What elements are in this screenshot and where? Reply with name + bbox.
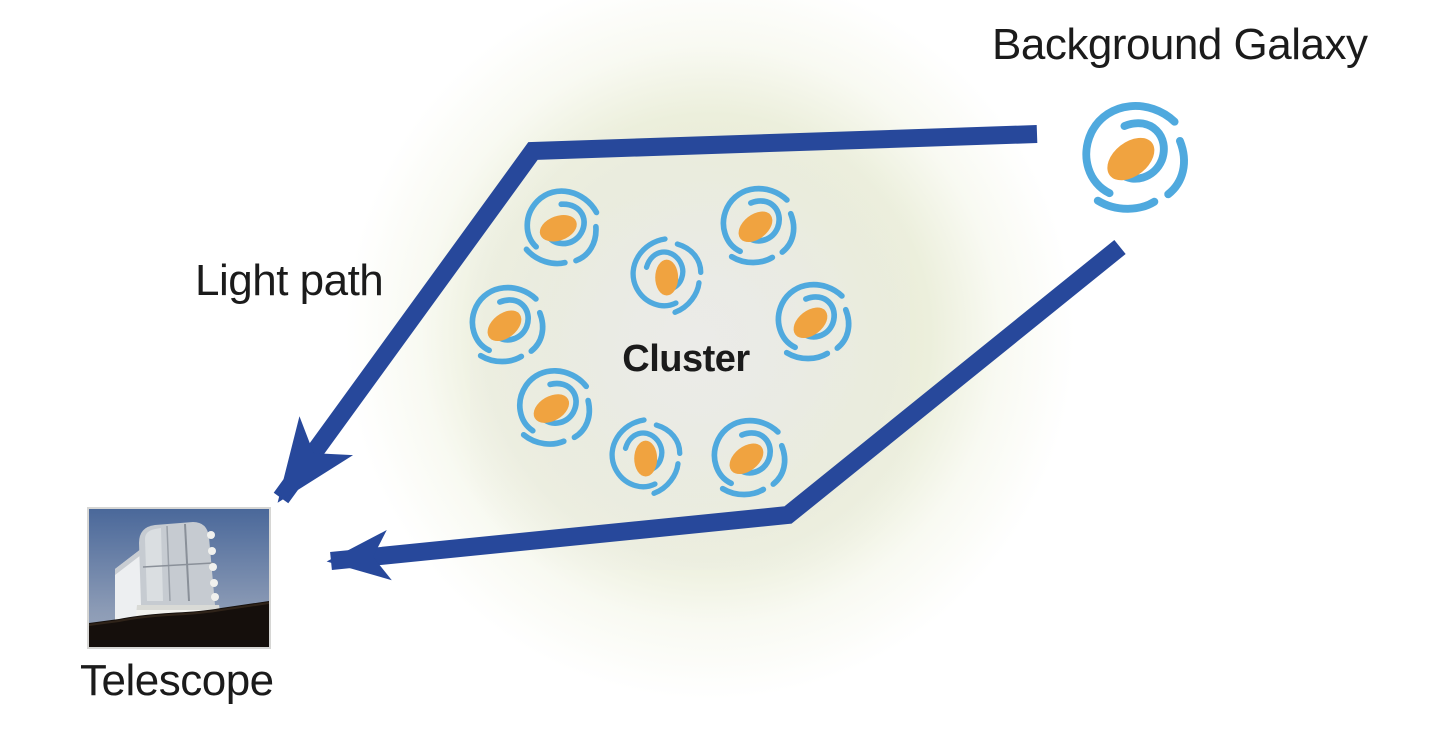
light-paths (273, 125, 1126, 581)
light-path-lower (326, 239, 1126, 581)
cluster-galaxy-icon-7 (599, 408, 694, 502)
cluster-galaxy-icon-6 (515, 366, 595, 449)
telescope-photo (87, 507, 271, 649)
cluster-galaxy-icon-1 (517, 182, 607, 274)
background-galaxy-icon (1086, 106, 1184, 209)
light-path-label: Light path (195, 256, 384, 305)
telescope-label: Telescope (80, 656, 274, 705)
light-path-upper (273, 125, 1038, 504)
telescope-dome (115, 522, 221, 627)
background-galaxy-label: Background Galaxy (992, 20, 1368, 69)
cluster-label: Cluster (622, 338, 750, 380)
photo-ground (89, 601, 269, 647)
galaxies (472, 106, 1184, 503)
cluster-galaxy-icon-5 (778, 285, 848, 359)
cluster-galaxy-icon-4 (472, 288, 542, 362)
cluster-galaxy-icon-8 (714, 421, 784, 495)
cluster-galaxy-icon-2 (620, 227, 715, 321)
cluster-galaxy-icon-3 (723, 189, 793, 263)
